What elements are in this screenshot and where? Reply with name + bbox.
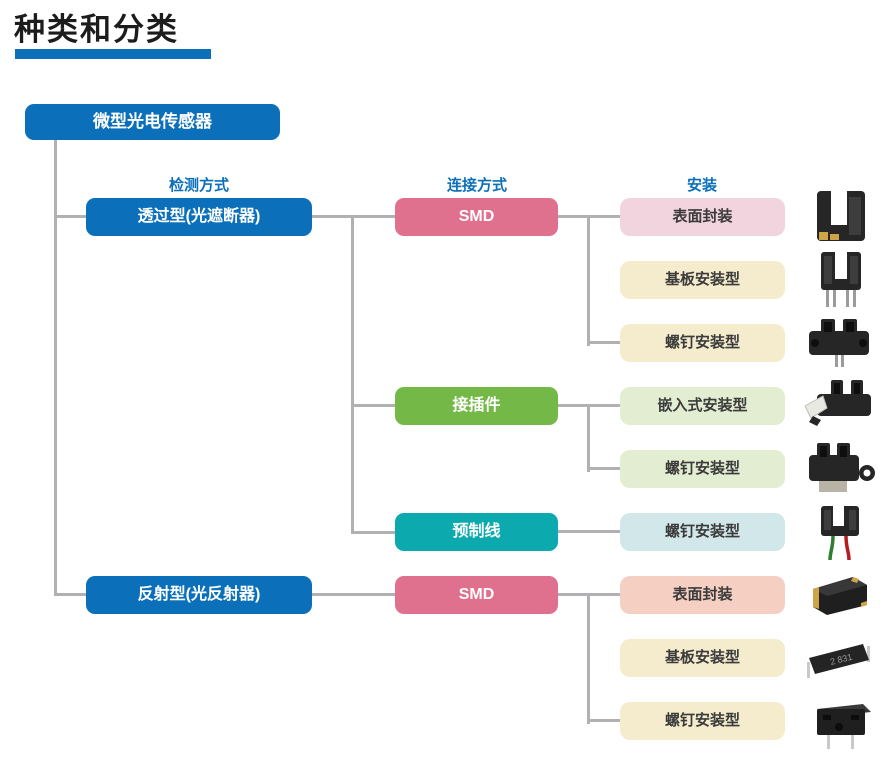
- node-connector-type: 接插件: [395, 387, 558, 425]
- node-snap-in-mount: 嵌入式安装型: [620, 387, 785, 425]
- node-screw-mount-4: 螺钉安装型: [620, 702, 785, 740]
- node-reflective-type: 反射型(光反射器): [86, 576, 312, 614]
- slot-sensor-prewired-photo: [793, 502, 885, 562]
- slot-sensor-screw-mount-photo: [793, 313, 885, 373]
- column-header-detection-method: 检测方式: [168, 177, 230, 194]
- node-surface-mount-2: 表面封装: [620, 576, 785, 614]
- reflective-sensor-screw-mount-photo: [793, 691, 885, 751]
- slot-sensor-board-mount-photo: [793, 250, 885, 310]
- slot-sensor-surface-mount-photo: [793, 187, 885, 247]
- title-underline-bar: [15, 49, 211, 59]
- node-screw-mount-3: 螺钉安装型: [620, 513, 785, 551]
- node-screw-mount-2: 螺钉安装型: [620, 450, 785, 488]
- root-node-photomicro-sensor: 微型光电传感器: [25, 104, 280, 140]
- connector-reflective-to-smd: [312, 593, 395, 596]
- connector-root-to-reflective: [54, 593, 86, 596]
- node-screw-mount-1: 螺钉安装型: [620, 324, 785, 362]
- node-through-beam-type: 透过型(光遮断器): [86, 198, 312, 236]
- connector-root-trunk: [54, 140, 57, 596]
- node-prewired: 预制线: [395, 513, 558, 551]
- node-board-mount-2: 基板安装型: [620, 639, 785, 677]
- connector-connector-trunk: [587, 404, 590, 472]
- connector-root-to-through-beam: [54, 215, 86, 218]
- connector-to-prewired: [352, 531, 395, 534]
- connector-to-connector-type: [352, 404, 395, 407]
- connector-to-screw-mount-2: [588, 467, 620, 470]
- reflective-sensor-smd-chip-photo: [793, 565, 885, 625]
- node-board-mount-1: 基板安装型: [620, 261, 785, 299]
- connector-to-screw-mount-3: [588, 719, 620, 722]
- node-surface-mount-1: 表面封装: [620, 198, 785, 236]
- node-smd-2: SMD: [395, 576, 558, 614]
- node-smd-1: SMD: [395, 198, 558, 236]
- connector-through-beam-trunk: [351, 215, 354, 534]
- connector-smd2-trunk: [587, 593, 590, 724]
- connector-prewired-to-screw-mount: [558, 530, 620, 533]
- page-title: 种类和分类: [14, 12, 179, 47]
- slot-sensor-connector-photo: [793, 376, 885, 436]
- reflective-sensor-board-mount-photo: 2 831: [793, 628, 885, 688]
- column-header-mounting: 安装: [686, 177, 718, 194]
- column-header-connection-method: 连接方式: [446, 177, 508, 194]
- slot-sensor-screw-mount-ear-photo: [793, 439, 885, 499]
- connector-to-screw-mount-1: [588, 341, 620, 344]
- connector-smd-trunk: [587, 215, 590, 346]
